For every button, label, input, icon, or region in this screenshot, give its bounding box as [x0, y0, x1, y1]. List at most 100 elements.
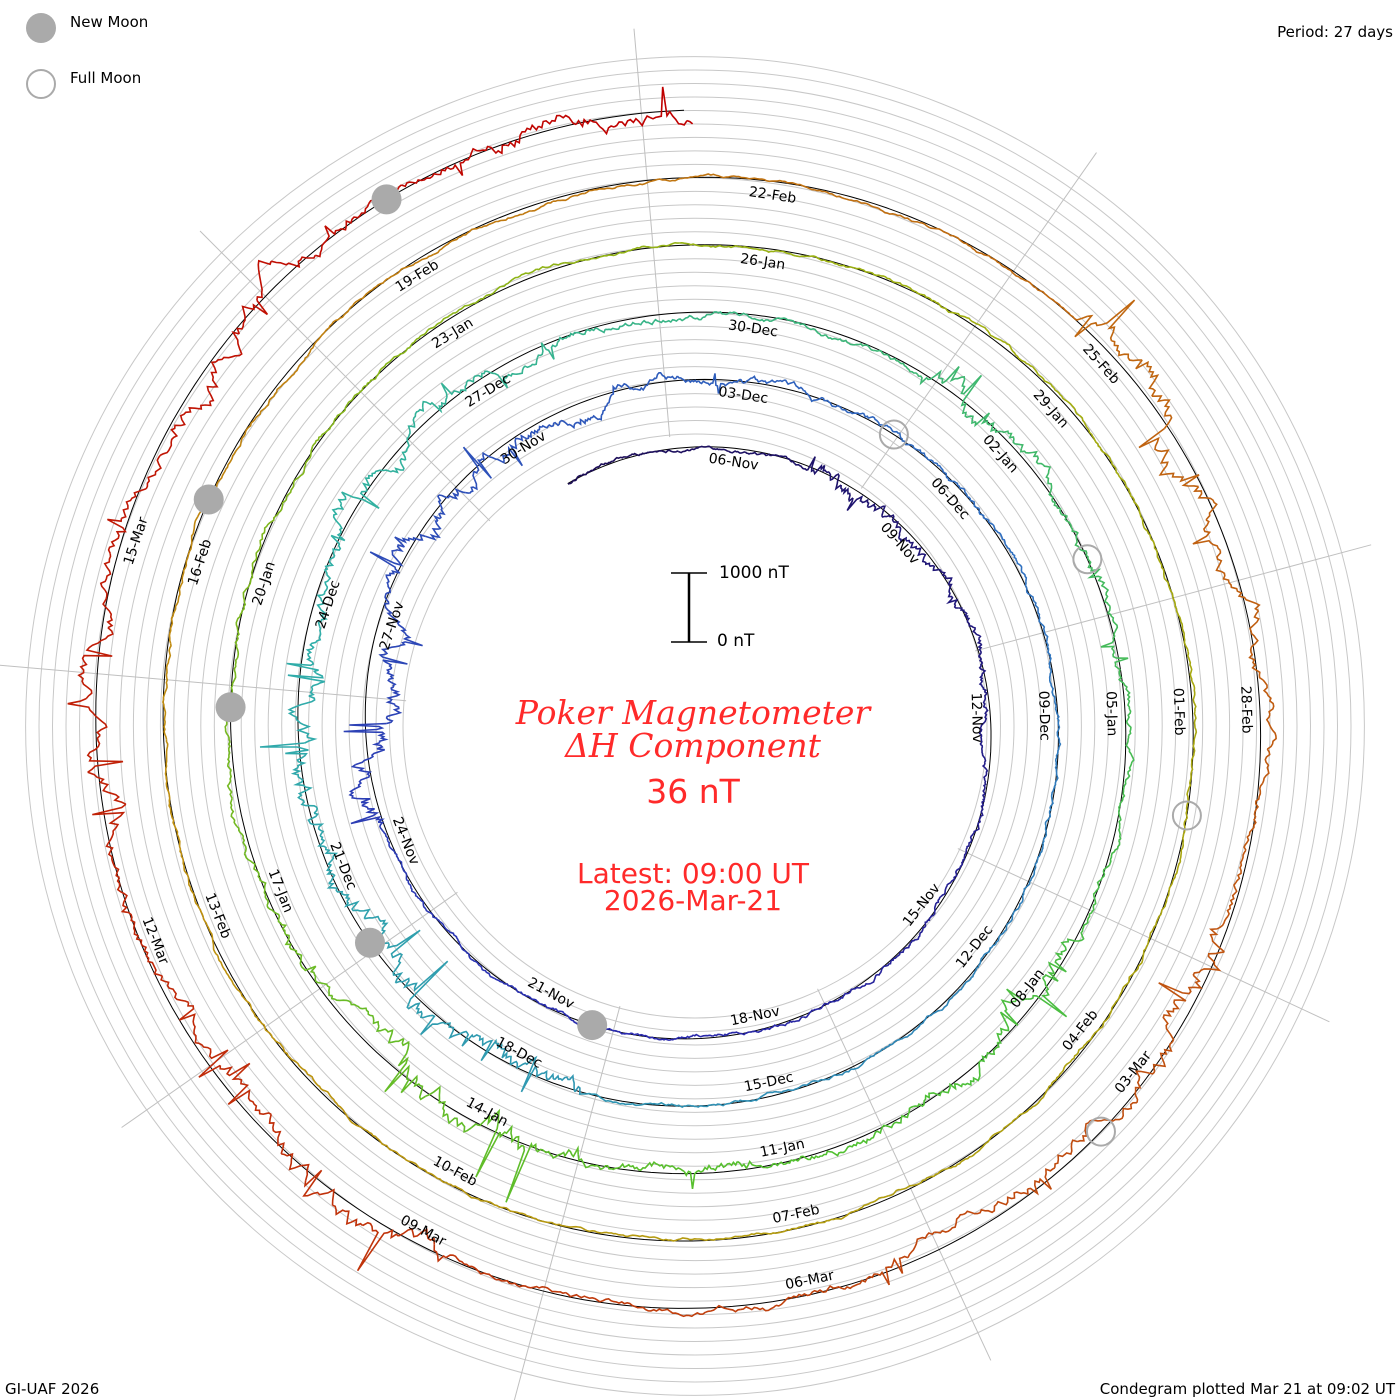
trace-segment — [567, 474, 583, 485]
date-label: 14-Jan — [463, 1095, 510, 1131]
trace-segment — [1193, 711, 1198, 742]
grid-circle — [92, 123, 1298, 1329]
grid-spoke — [513, 1005, 621, 1400]
trace-segment — [657, 1163, 685, 1173]
trace-segment — [992, 524, 1006, 544]
trace-segment — [317, 835, 339, 858]
trace-segment — [432, 494, 446, 522]
legend-full-moon-icon — [26, 69, 56, 99]
trace-segment — [790, 1155, 819, 1162]
trace-segment — [243, 853, 261, 879]
grid-circle — [389, 420, 1001, 1032]
trace-segment — [494, 1204, 525, 1215]
trace-segment — [1051, 686, 1057, 709]
trace-segment — [597, 1094, 621, 1105]
trace-segment — [460, 222, 492, 238]
trace-segment — [518, 357, 539, 375]
grid-circle — [281, 312, 1109, 1140]
trace-segment — [1036, 839, 1045, 862]
date-label: 09-Dec — [1035, 690, 1052, 740]
trace-segment — [522, 200, 554, 216]
date-label: 03-Dec — [717, 384, 769, 407]
new-moon-marker — [354, 927, 385, 958]
trace-segment — [116, 877, 129, 914]
trace-segment — [912, 1092, 938, 1108]
trace-segment — [1090, 433, 1111, 459]
trace-segment — [178, 1002, 197, 1039]
trace-segment — [880, 275, 909, 288]
trace-segment — [630, 1161, 659, 1172]
trace-segment — [943, 1155, 973, 1171]
grid-circle — [38, 69, 1352, 1383]
trace-segment — [259, 878, 269, 906]
date-label: 20-Jan — [250, 560, 279, 608]
trace-segment — [959, 849, 968, 868]
trace-segment — [1135, 359, 1160, 397]
trace-segment — [316, 602, 328, 627]
trace-segment — [1019, 448, 1044, 466]
trace-segment — [86, 734, 124, 773]
trace-segment — [1024, 581, 1036, 603]
trace-segment — [250, 547, 261, 575]
trace-segment — [655, 1037, 675, 1041]
trace-segment — [81, 627, 114, 662]
trace-segment — [398, 1228, 436, 1245]
trace-segment — [978, 508, 994, 526]
trace-segment — [268, 1114, 285, 1155]
trace-segment — [219, 1062, 251, 1105]
trace-segment — [160, 975, 189, 1004]
trace-segment — [1262, 679, 1275, 715]
trace-segment — [1248, 646, 1264, 681]
trace-segment — [564, 257, 594, 265]
trace-segment — [1186, 651, 1193, 682]
trace-segment — [484, 281, 511, 298]
trace-segment — [1101, 999, 1119, 1028]
trace-segment — [350, 763, 373, 786]
trace-segment — [1253, 782, 1264, 818]
grid-circle — [254, 285, 1136, 1167]
trace-segment — [823, 259, 853, 269]
trace-segment — [306, 329, 328, 357]
trace-segment — [882, 955, 898, 969]
trace-segment — [1114, 657, 1129, 684]
trace-segment — [509, 268, 537, 283]
full-moon-marker — [878, 419, 909, 450]
trace-segment — [309, 626, 322, 650]
trace-segment — [801, 1218, 832, 1228]
trace-segment — [536, 261, 565, 271]
trace-segment — [939, 881, 952, 898]
trace-segment — [767, 1023, 787, 1031]
trace-segment — [326, 882, 351, 903]
trace-segment — [922, 914, 935, 930]
trace-segment — [1183, 801, 1190, 832]
trace-segment — [1171, 592, 1182, 623]
trace-segment — [358, 1125, 385, 1146]
trace-segment — [1027, 977, 1068, 1018]
trace-segment — [777, 317, 803, 326]
trace-segment — [650, 241, 680, 249]
trace-segment — [909, 219, 942, 231]
trace-segment — [1048, 795, 1054, 819]
trace-segment — [1162, 1002, 1180, 1043]
grid-circle — [65, 96, 1325, 1356]
trace-segment — [976, 638, 983, 658]
date-label: 16-Feb — [185, 537, 215, 587]
trace-segment — [536, 342, 559, 360]
trace-segment — [231, 657, 239, 686]
trace-segment — [1125, 708, 1132, 736]
trace-segment — [1158, 974, 1203, 1004]
trace-segment — [683, 1164, 712, 1190]
chart-subtitle: ΔH Component — [565, 726, 821, 765]
trace-segment — [824, 334, 850, 345]
trace-segment — [965, 832, 975, 850]
trace-segment — [400, 1074, 426, 1101]
trace-segment — [1054, 301, 1088, 321]
trace-segment — [985, 328, 1012, 348]
trace-segment — [669, 1310, 706, 1318]
trace-segment — [226, 769, 233, 799]
trace-segment — [168, 610, 176, 644]
trace-segment — [968, 622, 982, 639]
trace-segment — [1124, 483, 1140, 511]
date-label: 26-Jan — [739, 251, 786, 273]
trace-segment — [844, 1060, 866, 1073]
